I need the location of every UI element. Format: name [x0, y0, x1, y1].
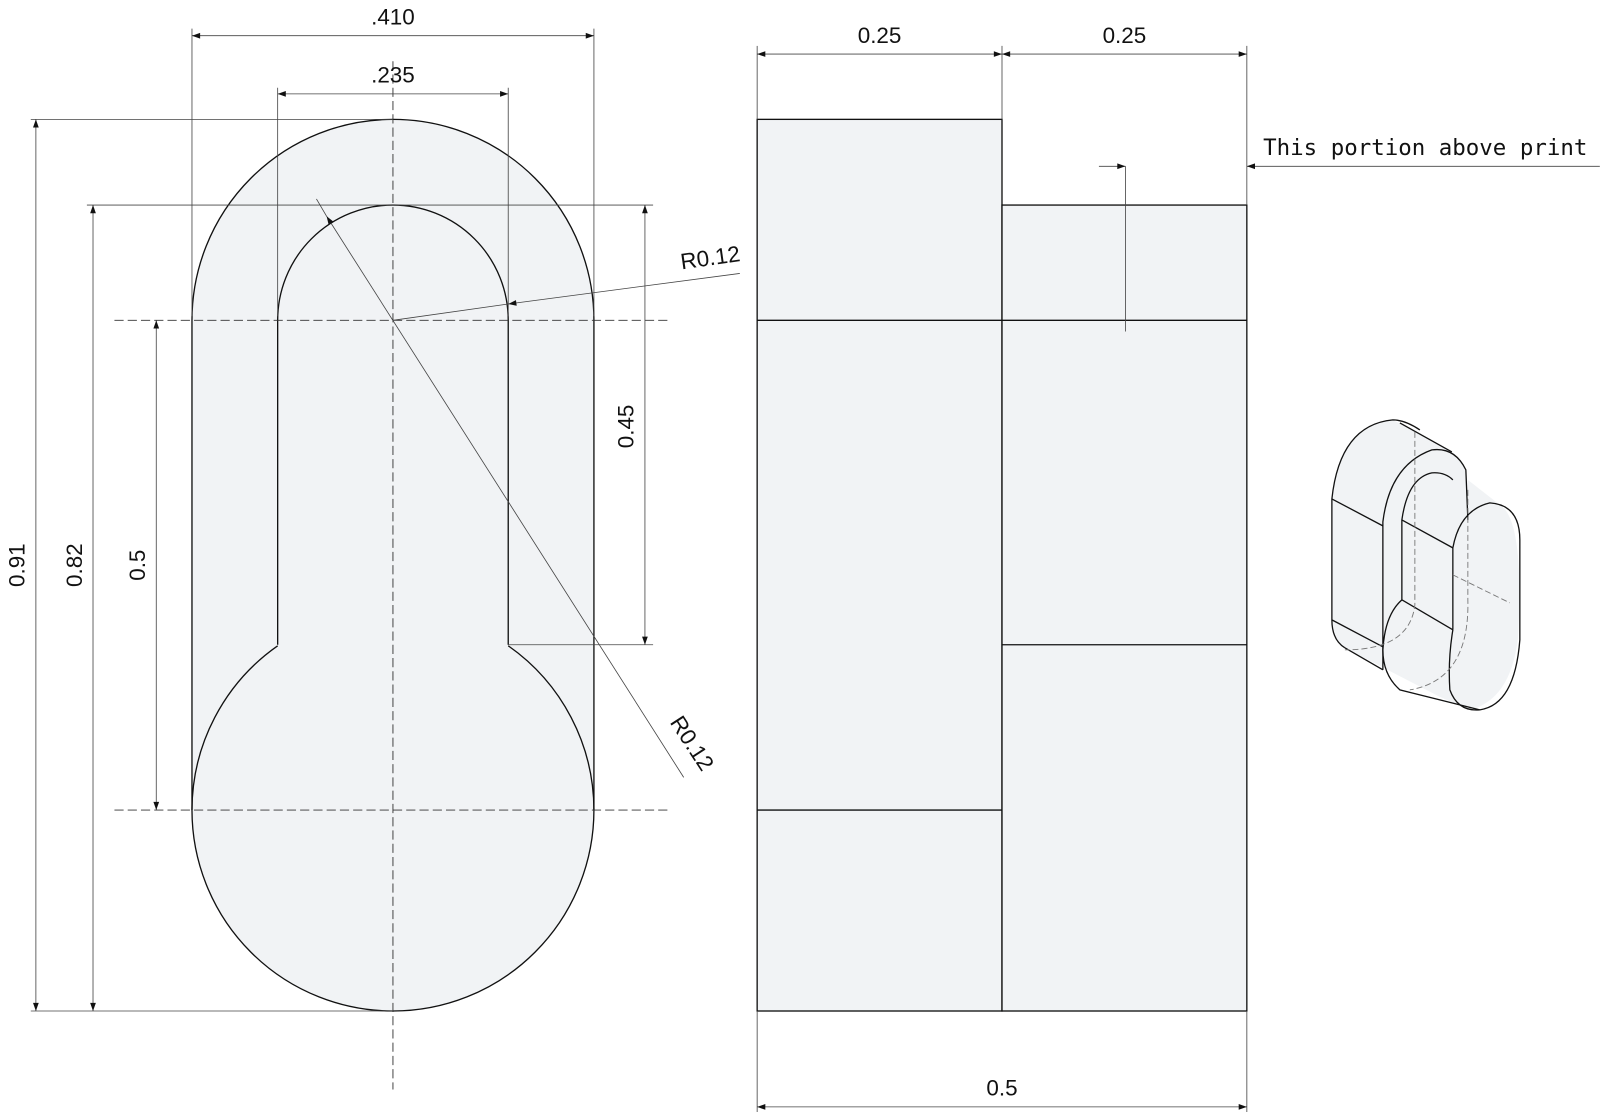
- dim-overall-width: .410: [371, 4, 415, 29]
- dim-slot-height: 0.82: [62, 543, 87, 587]
- side-view: 0.25 0.25 0.5 This portion above print f…: [756, 23, 1600, 1112]
- keyhole-bulb-arc-right: [507, 645, 595, 811]
- isometric-view: [1331, 419, 1521, 711]
- extension-lines: [756, 45, 1248, 1112]
- extension-lines: [30, 28, 654, 1012]
- dim-overall-height: 0.91: [5, 543, 30, 587]
- radius-slot-label: R0.12: [679, 241, 742, 274]
- dim-center-distance: 0.5: [125, 550, 150, 581]
- slot-inner-outline: [1401, 472, 1454, 600]
- radius-leader-slot: [508, 273, 740, 306]
- front-view: .410 .235 0.91 0.82 0.5 0.45 R0.12 R0.12: [5, 4, 742, 1090]
- radius-leader-slot-tail: [392, 303, 509, 321]
- radius-bulb-label: R0.12: [665, 711, 719, 775]
- front-lobe-outline: [1448, 502, 1521, 711]
- dim-right-width: 0.25: [1103, 23, 1147, 48]
- radius-leader-bulb: [326, 216, 685, 778]
- radius-leader-bulb-tail: [316, 198, 327, 217]
- print-face-note: This portion above print face.: [1263, 135, 1600, 161]
- dim-left-width: 0.25: [858, 23, 902, 48]
- dim-total-width: 0.5: [986, 1076, 1017, 1101]
- back-lobe-outline: [1331, 419, 1421, 649]
- dim-slot-width: .235: [371, 63, 415, 88]
- middle-frame-outline: [1382, 448, 1469, 670]
- dim-slot-depth: 0.45: [614, 405, 639, 449]
- side-right-block: [1001, 204, 1248, 1012]
- side-left-block: [756, 118, 1003, 1012]
- hidden-edges: [1344, 431, 1511, 691]
- keyhole-bulb-arc-left: [191, 645, 279, 811]
